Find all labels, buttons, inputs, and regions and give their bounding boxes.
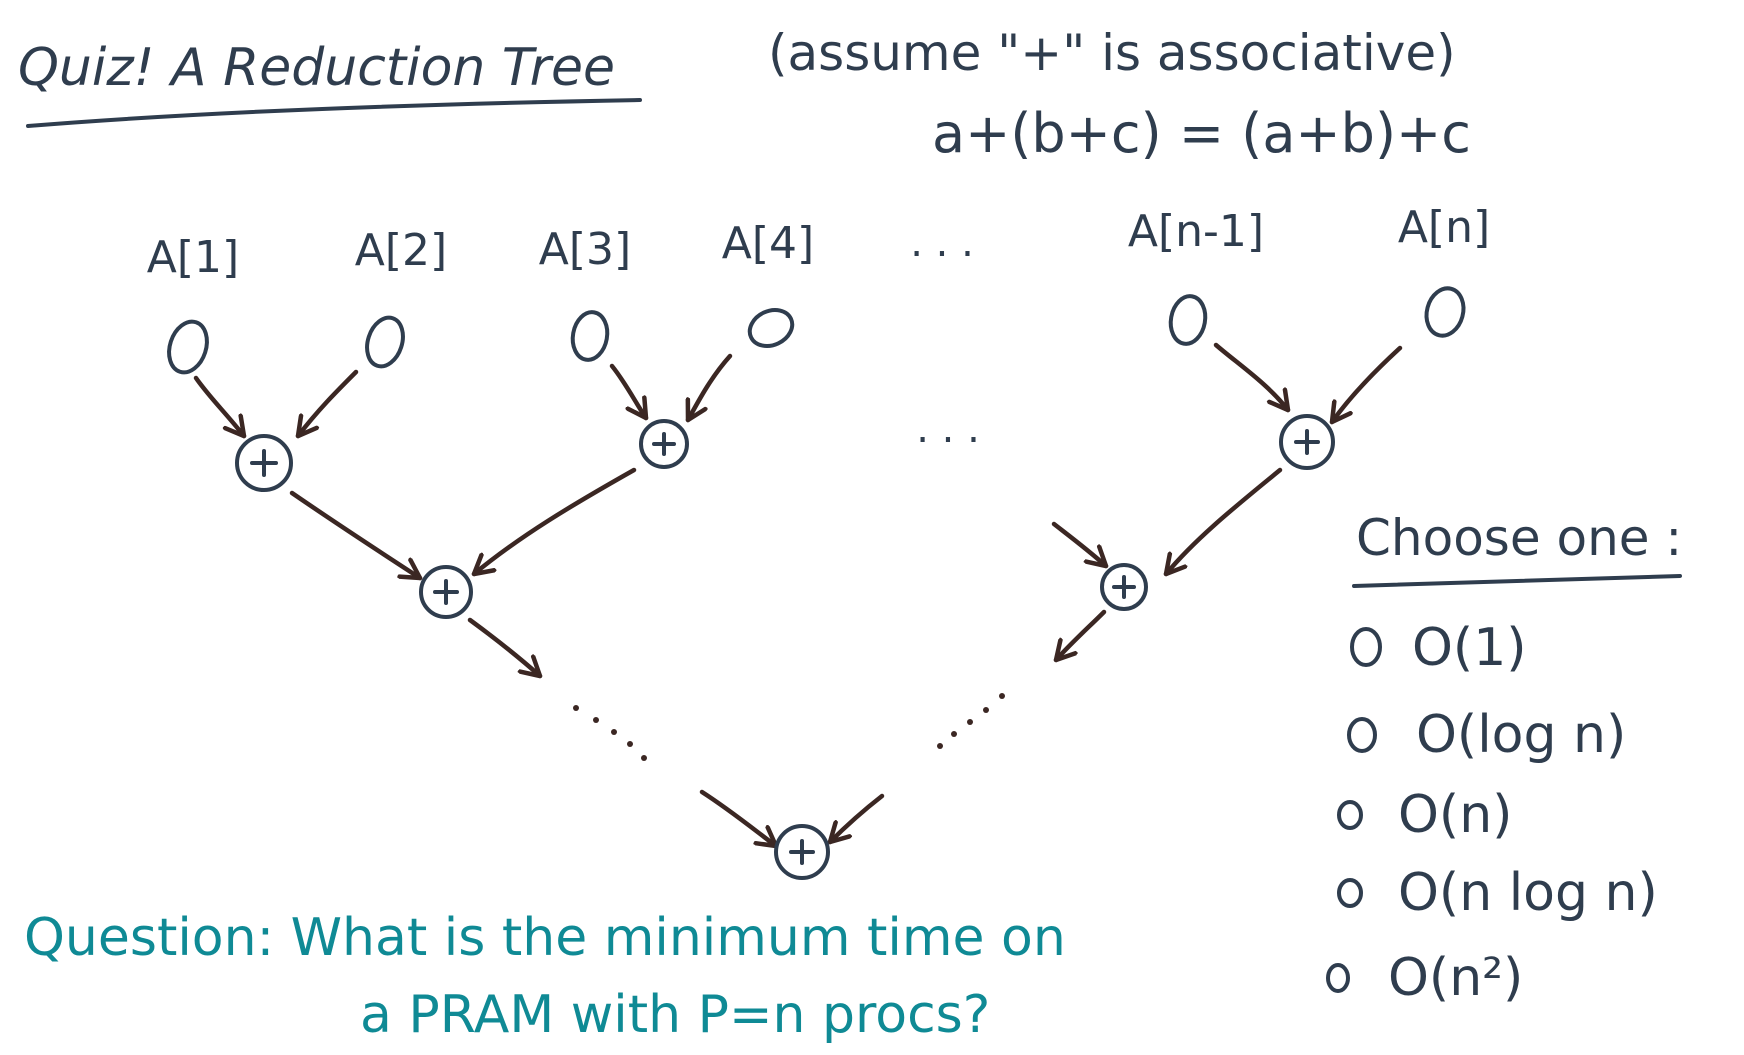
- choices-heading-underline: [1352, 574, 1682, 588]
- input-label-a2: A[2]: [355, 225, 447, 276]
- page-title: Quiz! A Reduction Tree: [18, 38, 615, 98]
- question-line-1: Question: What is the minimum time on: [24, 908, 1066, 968]
- edge-sum1-to-sum4: [289, 490, 423, 581]
- leaf-node-an: [1424, 286, 1466, 338]
- choice-label-ologn: O(log n): [1416, 705, 1626, 765]
- assumption-text: (assume "+" is associative): [768, 24, 1456, 82]
- edge-an-1-to-sum3: [1213, 342, 1291, 413]
- root-sum-node: [774, 824, 830, 880]
- sum-node-1: [235, 434, 293, 492]
- radio-o1[interactable]: [1350, 627, 1382, 667]
- title-underline: [26, 98, 642, 128]
- choice-option-ologn[interactable]: O(log n): [1347, 705, 1626, 765]
- edge-sum3-to-sum5: [1163, 467, 1283, 577]
- input-ellipsis: . . .: [910, 220, 974, 266]
- sum-node-3: [1279, 414, 1335, 470]
- edge-a2-to-sum1: [295, 369, 359, 439]
- edge-right-to-root: [827, 793, 885, 845]
- radio-onlogn[interactable]: [1337, 878, 1363, 908]
- leaf-node-a3: [570, 310, 610, 362]
- leaf-node-a4: [747, 308, 795, 348]
- edge-incoming-to-sum5: [1051, 521, 1109, 569]
- sum-node-2: [639, 419, 689, 469]
- input-label-an-1: A[n-1]: [1128, 206, 1264, 257]
- choice-label-o1: O(1): [1412, 618, 1527, 678]
- input-label-a4: A[4]: [722, 218, 814, 269]
- edge-sum5-down: [1053, 609, 1107, 663]
- question-line-2: a PRAM with P=n procs?: [360, 985, 990, 1045]
- input-label-an: A[n]: [1398, 202, 1490, 253]
- choice-label-on2: O(n²): [1388, 948, 1523, 1008]
- leaf-node-an-1: [1168, 294, 1208, 346]
- leaf-node-a2: [365, 315, 405, 369]
- edge-left-to-root: [699, 789, 779, 849]
- radio-on[interactable]: [1337, 800, 1363, 830]
- choice-label-on: O(n): [1398, 785, 1512, 845]
- leaf-node-a1: [167, 319, 209, 375]
- choices-heading: Choose one :: [1356, 509, 1682, 567]
- associativity-equation: a+(b+c) = (a+b)+c: [932, 102, 1471, 165]
- choice-label-onlogn: O(n log n): [1398, 863, 1658, 923]
- sum-node-5: [1100, 563, 1148, 611]
- choice-option-on2[interactable]: O(n²): [1326, 948, 1523, 1008]
- choice-option-onlogn[interactable]: O(n log n): [1337, 863, 1658, 923]
- middle-ellipsis: . . .: [916, 406, 980, 452]
- input-label-a1: A[1]: [147, 232, 239, 283]
- choice-option-on[interactable]: O(n): [1337, 785, 1512, 845]
- sum-node-4: [419, 565, 473, 619]
- edge-sum4-down: [467, 617, 543, 679]
- dotted-continuation-right: [937, 693, 1005, 749]
- edge-sum2-to-sum4: [471, 467, 637, 577]
- edge-a3-to-sum2: [609, 363, 649, 421]
- choice-option-o1[interactable]: O(1): [1350, 618, 1527, 678]
- edge-a4-to-sum2: [688, 353, 733, 423]
- edge-an-to-sum3: [1329, 345, 1403, 425]
- dotted-continuation-left: [573, 705, 647, 761]
- edge-a1-to-sum1: [193, 375, 247, 439]
- radio-ologn[interactable]: [1347, 717, 1377, 753]
- radio-on2[interactable]: [1326, 963, 1350, 993]
- input-label-a3: A[3]: [539, 224, 631, 275]
